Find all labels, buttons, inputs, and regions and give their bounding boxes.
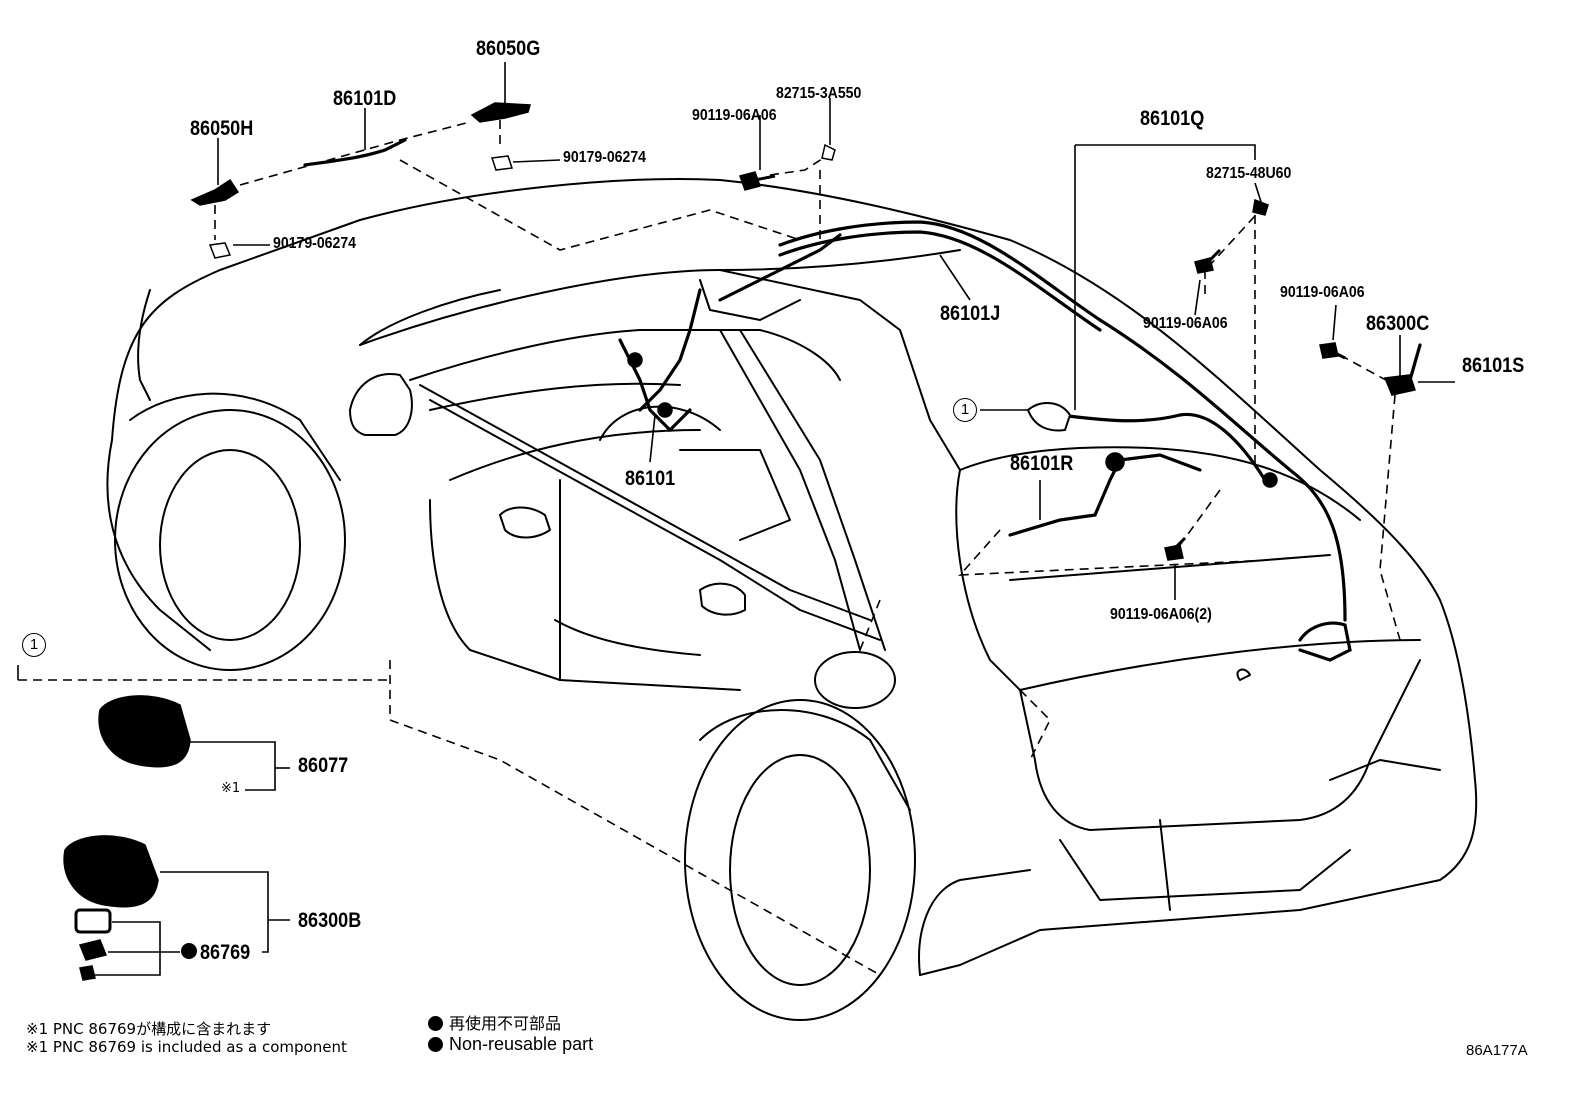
- part-label-90119-right: 90119-06A06: [1143, 315, 1228, 332]
- non-reusable-dot-icon: [428, 1016, 443, 1031]
- footnote-english: ※1 PNC 86769 is included as a component: [26, 1038, 347, 1056]
- part-label-82715-3A550: 82715-3A550: [776, 85, 862, 102]
- part-label-82715-48U60: 82715-48U60: [1206, 165, 1292, 182]
- legend-english: Non-reusable part: [428, 1034, 593, 1055]
- part-label-86769: 86769: [200, 941, 251, 964]
- part-label-86101J: 86101J: [940, 302, 1001, 325]
- bracket-86050H: [190, 178, 240, 206]
- connector-86300C: [1383, 374, 1416, 396]
- part-label-86077: 86077: [298, 754, 349, 777]
- part-label-86101: 86101: [625, 467, 676, 490]
- legend-text-en: Non-reusable part: [449, 1034, 594, 1054]
- rear-wheel-outer: [684, 699, 916, 1021]
- front-wheel-outer: [114, 409, 346, 671]
- non-reusable-dot-icon: [181, 943, 197, 959]
- harness-86101J: [778, 220, 1347, 622]
- clip-90179-a: [208, 242, 232, 259]
- rear-wheel-inner: [729, 754, 871, 986]
- figure-code: 86A177A: [1466, 1042, 1528, 1059]
- part-label-86050G: 86050G: [476, 37, 541, 60]
- screw-86769: [79, 965, 96, 981]
- nut-86769: [78, 939, 108, 961]
- part-label-90119-top: 90119-06A06: [692, 107, 777, 124]
- bolt-90119-far: [1319, 342, 1339, 359]
- part-label-86300C: 86300C: [1366, 312, 1430, 335]
- footnote-japanese: ※1 PNC 86769が構成に含まれます: [26, 1020, 272, 1038]
- part-label-90179-a: 90179-06274: [273, 235, 356, 252]
- front-wheel-inner: [159, 449, 301, 641]
- bolt-90119-two: [1164, 544, 1184, 561]
- clip-82715-48U60: [1252, 198, 1269, 216]
- part-label-86101R: 86101R: [1010, 452, 1074, 475]
- callout-circle-icon: 1: [22, 633, 46, 657]
- callout-circle-icon: 1: [953, 398, 977, 422]
- bracket-86050G: [470, 102, 531, 123]
- legend-text-jp: 再使用不可部品: [449, 1014, 562, 1033]
- antenna-86300B: [63, 835, 159, 908]
- part-label-86101S: 86101S: [1462, 354, 1525, 377]
- car-body-outline: [111, 178, 1478, 976]
- note-mark: ※1: [221, 781, 241, 796]
- legend-japanese: 再使用不可部品: [428, 1010, 561, 1034]
- clip-82715-3A550: [821, 143, 836, 161]
- part-label-90119-2: 90119-06A06(2): [1110, 606, 1212, 623]
- part-label-86101D: 86101D: [333, 87, 397, 110]
- part-label-90119-far: 90119-06A06: [1280, 284, 1365, 301]
- part-label-86300B: 86300B: [298, 909, 362, 932]
- bolt-90119-top: [739, 171, 761, 191]
- non-reusable-dot-icon: [428, 1037, 443, 1052]
- antenna-86077: [98, 695, 191, 768]
- part-label-86050H: 86050H: [190, 117, 254, 140]
- clip-90179-b: [490, 155, 514, 171]
- part-label-86101Q: 86101Q: [1140, 107, 1205, 130]
- part-label-90179-b: 90179-06274: [563, 149, 646, 166]
- gasket-86769: [74, 908, 112, 934]
- roof-antenna: [1026, 402, 1072, 432]
